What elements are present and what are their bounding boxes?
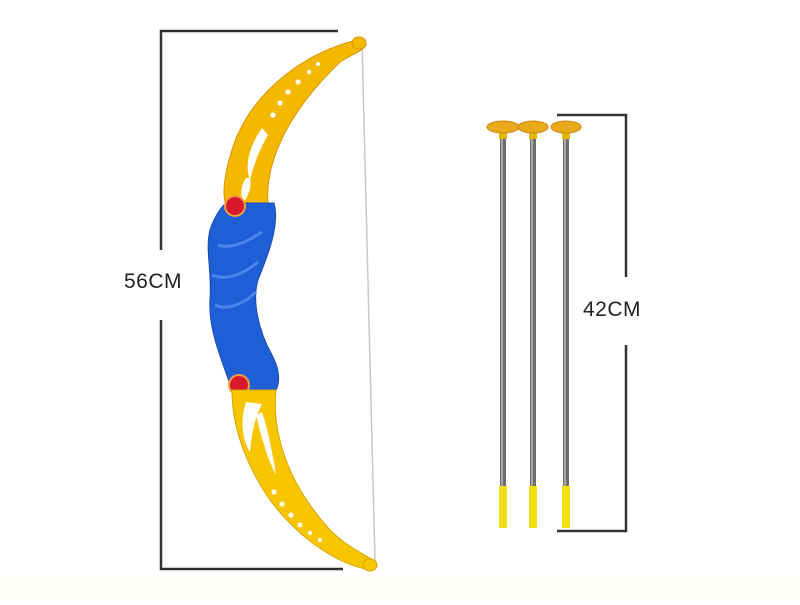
bow-string xyxy=(361,41,376,563)
bow-lower-limb xyxy=(231,389,378,572)
arrow-1 xyxy=(486,120,520,528)
bow-grip xyxy=(207,195,280,396)
arrow-length-label: 42CM xyxy=(583,298,642,322)
bottom-strip xyxy=(0,577,800,600)
arrow-2 xyxy=(517,120,549,528)
arrow-dimension-bracket xyxy=(557,113,628,533)
bow-length-label: 56CM xyxy=(124,270,183,294)
arrow-3 xyxy=(550,120,582,528)
bow-upper-accent xyxy=(224,195,246,217)
bow-upper-limb xyxy=(223,36,367,206)
bow-dimension-bracket xyxy=(159,29,343,571)
